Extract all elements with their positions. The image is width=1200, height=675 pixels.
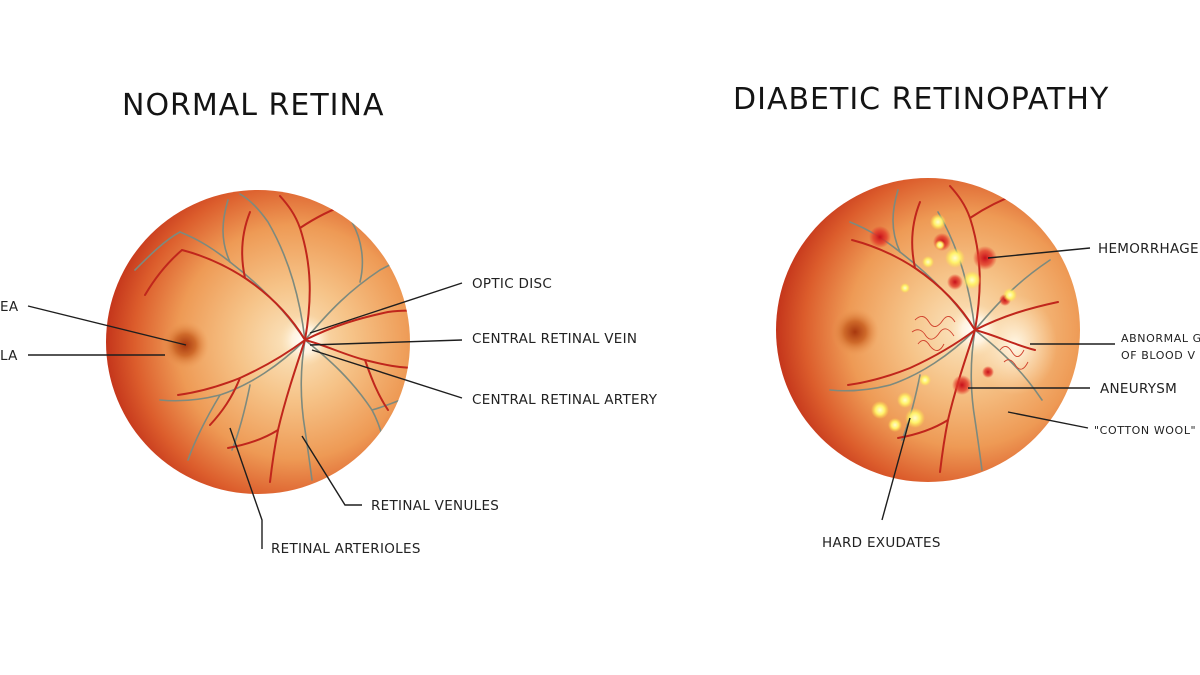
retinal-venules (134, 193, 410, 481)
cotton-wool-leader (1007, 411, 1089, 429)
hard-exudates-leader (881, 417, 911, 521)
normal-retina-title: NORMAL RETINA (122, 88, 385, 123)
abnormal-vessel-growth (911, 316, 1029, 370)
retinal-arterioles (144, 195, 410, 483)
hard-exudates (871, 214, 1017, 432)
venules-label: RETINAL VENULES (371, 498, 499, 514)
abnormal-growth-label-line1: ABNORMAL G (1121, 332, 1200, 345)
hemorrhages (869, 226, 1011, 395)
normal-retina: EA LA OPTIC DISC CENTRAL RETINAL VEIN CE… (0, 190, 658, 557)
aneurysm-label: ANEURYSM (1100, 381, 1177, 397)
macula-label: LA (0, 348, 18, 364)
central-vein-leader (309, 339, 463, 346)
hemorrhage-leader (987, 247, 1091, 259)
optic-disc-label: OPTIC DISC (472, 276, 552, 292)
fovea-label: EA (0, 299, 19, 315)
arterioles-leader (229, 427, 263, 549)
central-vein-label: CENTRAL RETINAL VEIN (472, 331, 637, 347)
retina-fundus (106, 190, 410, 494)
optic-disc-leader (309, 282, 463, 334)
retina-fundus (776, 178, 1080, 482)
retinal-arterioles (847, 185, 1059, 473)
abnormal-growth-label-line2: OF BLOOD V (1121, 349, 1196, 362)
macula-spot (831, 308, 879, 356)
hemorrhage-label: HEMORRHAGE (1098, 241, 1199, 257)
central-artery-label: CENTRAL RETINAL ARTERY (472, 392, 658, 408)
fovea-leader (27, 305, 187, 346)
cotton-wool-label: "COTTON WOOL" (1094, 424, 1196, 437)
diabetic-retinopathy-title: DIABETIC RETINOPATHY (733, 82, 1110, 117)
venules-leader (301, 435, 362, 506)
arterioles-label: RETINAL ARTERIOLES (271, 541, 421, 557)
hard-exudates-label: HARD EXUDATES (822, 535, 941, 551)
central-artery-leader (311, 349, 463, 399)
right-annotations: HEMORRHAGE ABNORMAL G OF BLOOD V ANEURYS… (822, 241, 1200, 551)
left-annotations: EA LA OPTIC DISC CENTRAL RETINAL VEIN CE… (0, 276, 658, 557)
diabetic-retina: HEMORRHAGE ABNORMAL G OF BLOOD V ANEURYS… (776, 178, 1200, 551)
